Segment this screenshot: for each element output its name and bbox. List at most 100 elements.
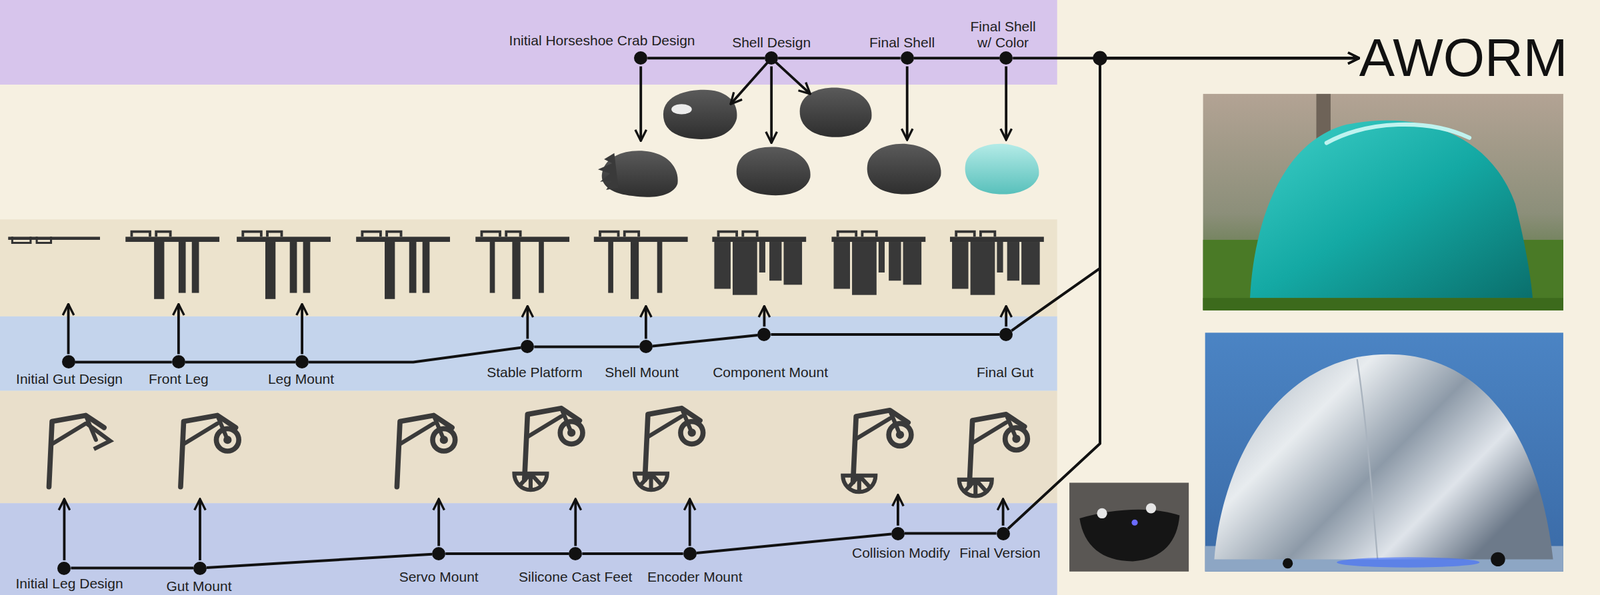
- milestone-label: Encoder Mount: [647, 569, 742, 586]
- dome-seam: [1357, 359, 1378, 560]
- shell-model: [800, 88, 872, 138]
- silicone-feet: [514, 474, 547, 491]
- label-text: Final Version: [959, 545, 1040, 562]
- plate-frame: [12, 236, 51, 243]
- milestone-dot: Stable Platform: [520, 340, 534, 354]
- milestone-label: Initial Gut Design: [16, 371, 123, 388]
- image-arrow: [63, 499, 66, 561]
- title-text: AWORM: [1359, 31, 1568, 85]
- image-arrow: [67, 304, 70, 354]
- gut-plate: [236, 232, 331, 242]
- milestone-dot: Initial Gut Design: [62, 355, 76, 369]
- gut-plate: [712, 232, 806, 242]
- gut-legs: [490, 242, 544, 300]
- label-text: Initial Horseshoe Crab Design: [509, 32, 696, 49]
- gut-plate: [831, 232, 926, 242]
- timeline-connector: [70, 567, 194, 570]
- timeline-connector: [75, 360, 172, 364]
- shell-opening: [671, 104, 692, 114]
- tray-led: [1131, 520, 1138, 526]
- milestone-dot: Encoder Mount: [683, 547, 697, 561]
- milestone-label: Component Mount: [712, 364, 828, 381]
- photo-frame: [1205, 332, 1564, 572]
- label-text: Collision Modify: [852, 545, 950, 562]
- plate: [8, 236, 100, 240]
- image-arrow: [177, 304, 180, 354]
- image-arrow: [771, 58, 810, 94]
- label-text: Front Leg: [148, 371, 209, 388]
- timeline-connector: [445, 552, 569, 556]
- band: [0, 0, 1058, 85]
- wheel: [1005, 428, 1028, 451]
- wheel: [560, 422, 583, 445]
- label-text: Shell Mount: [604, 364, 679, 381]
- gut-plate: [950, 232, 1044, 242]
- robot-wheel: [1490, 552, 1505, 567]
- timeline-connector: [770, 333, 1000, 336]
- image-arrow: [644, 306, 648, 340]
- label-text: Initial Gut Design: [16, 371, 123, 388]
- milestone-dot: Silicone Cast Feet: [568, 547, 582, 561]
- tray-wheel: [1096, 508, 1107, 519]
- gut-blocks: [834, 242, 922, 296]
- photo-frame: [1203, 94, 1564, 311]
- milestone-label: Stable Platform: [486, 364, 583, 381]
- milestone-dot: Front Leg: [172, 355, 186, 369]
- colored-shell: [965, 144, 1040, 195]
- photo-frame: [1069, 483, 1189, 572]
- milestone-dot: Final Version: [996, 527, 1010, 541]
- image-arrow: [1002, 499, 1005, 526]
- image-arrows: [64, 58, 1006, 561]
- silicone-feet: [842, 476, 876, 493]
- milestone-label: Initial Leg Design: [16, 576, 124, 592]
- timeline-connector: [914, 56, 1000, 60]
- leg-models: [48, 408, 1028, 497]
- timeline-connector: [308, 348, 521, 363]
- milestone-label: Final Version: [959, 545, 1040, 562]
- timeline-connector: [904, 532, 997, 536]
- band: [0, 391, 1058, 504]
- label-text: Servo Mount: [399, 569, 479, 586]
- wheel: [216, 428, 239, 452]
- label-text: Stable Platform: [486, 364, 583, 381]
- image-arrow: [300, 304, 304, 354]
- blue-glow: [1336, 557, 1480, 568]
- timeline-connector: [185, 360, 296, 364]
- image-arrow: [198, 499, 202, 561]
- milestone-label: Leg Mount: [268, 371, 334, 388]
- silver-dome: [1214, 354, 1553, 560]
- gut-legs: [265, 242, 310, 300]
- milestone-dot: Collision Modify: [891, 527, 905, 541]
- teal-dome: [1250, 120, 1533, 299]
- tray-wheel: [1146, 503, 1156, 514]
- silicone-feet: [634, 474, 668, 491]
- timeline-connector: [647, 56, 765, 60]
- timeline-connector: [1011, 58, 1360, 331]
- image-arrow: [639, 66, 642, 142]
- milestone-label: Gut Mount: [166, 578, 232, 595]
- gut-legs: [384, 242, 430, 300]
- label-text: Final Gut: [976, 364, 1034, 381]
- image-arrow: [770, 66, 773, 144]
- leg-bracket: [48, 415, 104, 487]
- band: [0, 84, 1058, 220]
- gut-legs: [608, 242, 662, 300]
- milestone-label: Final Shell: [869, 34, 935, 51]
- image-arrow: [896, 495, 900, 526]
- image-arrow: [906, 66, 909, 140]
- milestone-label: Final Gut: [976, 364, 1034, 381]
- image-arrow: [1004, 306, 1008, 328]
- milestone-dot: Final Gut: [999, 328, 1013, 342]
- gut-plate: [125, 232, 220, 242]
- gut-legs: [154, 242, 199, 300]
- milestone-dot: Final Shell w/ Color: [999, 51, 1013, 65]
- milestone-label: Collision Modify: [852, 545, 950, 562]
- gut-blocks: [714, 242, 802, 296]
- milestone-dot: Servo Mount: [432, 547, 446, 561]
- gut-models: [8, 232, 1044, 300]
- result-title: AWORM: [1359, 31, 1568, 85]
